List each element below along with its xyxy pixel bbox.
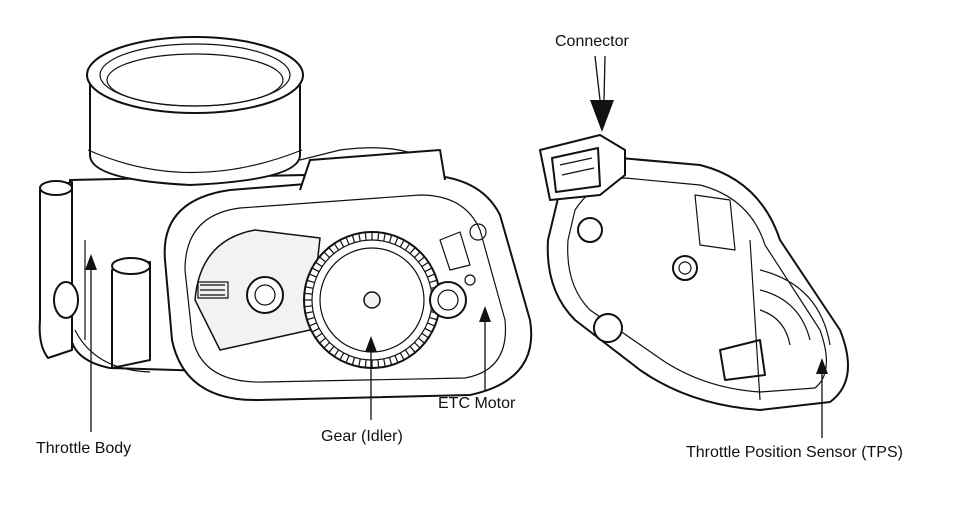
gear-tooth xyxy=(339,352,345,361)
gear-tooth xyxy=(424,267,433,273)
gear-tooth xyxy=(417,256,425,263)
connector-label: Connector xyxy=(555,33,629,50)
gear-tooth xyxy=(319,337,327,344)
tps-cover-drawing xyxy=(539,134,849,411)
gear-tooth xyxy=(388,357,393,366)
gear-tooth xyxy=(323,342,330,349)
gear-tooth xyxy=(351,234,356,243)
gear-tooth xyxy=(351,357,356,366)
leader-lines xyxy=(85,55,828,438)
gear-tooth xyxy=(424,327,433,333)
gear-tooth xyxy=(399,352,405,361)
gear-tooth xyxy=(304,305,313,308)
gear-tooth xyxy=(304,292,313,295)
gear-tooth xyxy=(377,232,380,241)
gear-tooth xyxy=(333,243,340,251)
gear-tooth xyxy=(311,327,320,333)
gear-tooth xyxy=(306,316,315,321)
gear-tooth xyxy=(333,349,340,357)
gear-tooth xyxy=(383,358,386,367)
gear-tooth xyxy=(315,261,323,268)
gear-tooth xyxy=(328,247,335,255)
gear-tooth xyxy=(323,251,330,258)
gear-tooth xyxy=(383,233,386,242)
throttle-body-label: Throttle Body xyxy=(36,440,132,457)
gear-tooth xyxy=(421,332,429,339)
gear-tooth xyxy=(427,322,436,327)
gear-tooth xyxy=(409,247,416,255)
etc-motor-label: ETC Motor xyxy=(438,395,516,412)
gear-tooth xyxy=(399,239,405,248)
tps-label: Throttle Position Sensor (TPS) xyxy=(686,444,903,461)
gear-tooth xyxy=(409,345,416,353)
gear-tooth xyxy=(358,358,361,367)
gear-tooth xyxy=(388,234,393,243)
gear-tooth xyxy=(404,349,411,357)
gear-idler-label: Gear (Idler) xyxy=(321,428,403,445)
gear-tooth xyxy=(417,337,425,344)
gear-housing-drawing xyxy=(163,147,533,402)
gear-tooth xyxy=(305,311,314,314)
gear-tooth xyxy=(306,279,315,284)
gear-tooth xyxy=(305,286,314,289)
gear-tooth xyxy=(394,236,399,245)
gear-tooth xyxy=(364,232,367,241)
gear-tooth xyxy=(429,279,438,284)
gear-tooth xyxy=(377,359,380,368)
gear-tooth xyxy=(345,355,350,364)
gear-tooth xyxy=(414,342,421,349)
gear-tooth xyxy=(414,251,421,258)
gear-tooth xyxy=(429,316,438,321)
gear-tooth xyxy=(345,236,350,245)
gear-tooth xyxy=(311,267,320,273)
gear-tooth xyxy=(308,273,317,278)
gear-tooth xyxy=(358,233,361,242)
gear-tooth xyxy=(427,273,436,278)
gear-tooth xyxy=(421,261,429,268)
gear-tooth xyxy=(339,239,345,248)
gear-tooth xyxy=(308,322,317,327)
gear-tooth xyxy=(394,355,399,364)
gear-tooth xyxy=(404,243,411,251)
gear-tooth xyxy=(328,345,335,353)
gear-tooth xyxy=(364,359,367,368)
gear-tooth xyxy=(319,256,327,263)
gear-tooth xyxy=(315,332,323,339)
